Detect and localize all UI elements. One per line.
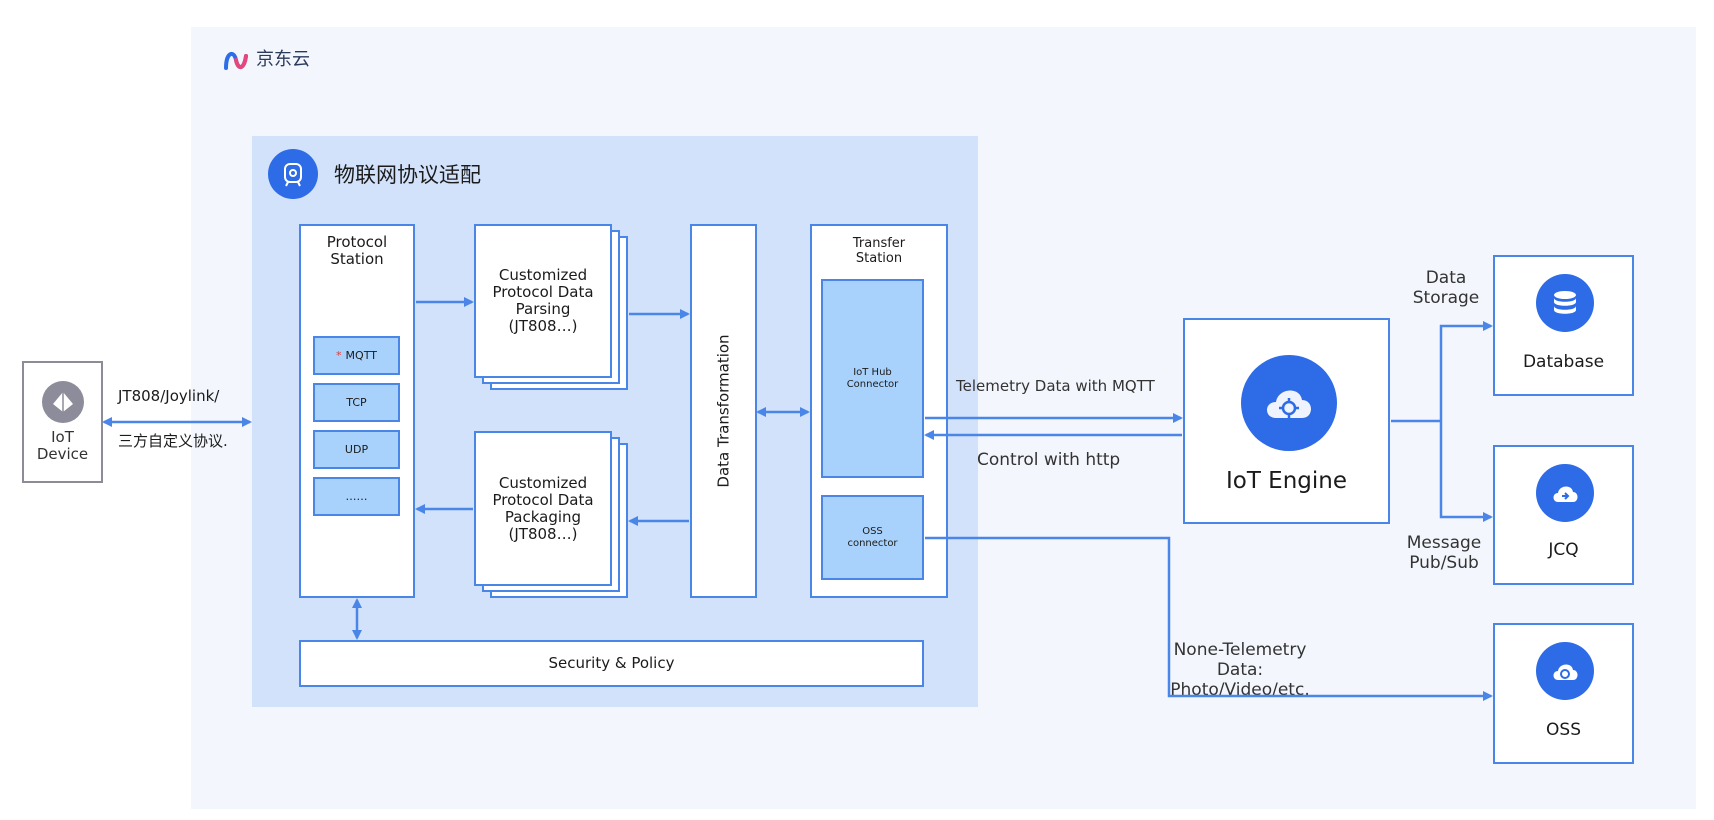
brand-name: 京东云 <box>256 49 310 70</box>
protocol-label: TCP <box>346 396 367 409</box>
iot-hub-connector[interactable]: IoT Hub Connector <box>821 279 924 478</box>
message-queue-icon <box>1536 464 1594 522</box>
object-storage-icon <box>1536 642 1594 700</box>
adapter-icon <box>268 149 318 199</box>
none-telemetry-arrow <box>925 536 1493 701</box>
data-storage-label: Data Storage <box>1412 268 1480 308</box>
jcq-label: JCQ <box>1548 540 1579 560</box>
oss-label: OSS <box>1546 720 1581 740</box>
protocol-mqtt[interactable]: * MQTT <box>313 336 400 375</box>
message-pubsub-arrow <box>1439 421 1493 522</box>
jcq-box[interactable]: JCQ <box>1493 445 1634 585</box>
database-icon <box>1536 274 1594 332</box>
device-label: IoT Device <box>36 428 89 463</box>
protocol-parsing-box[interactable]: Customized Protocol Data Parsing (JT808…… <box>474 224 612 378</box>
iot-engine-box[interactable]: IoT Engine <box>1183 318 1390 524</box>
oss-box[interactable]: OSS <box>1493 623 1634 764</box>
transfer-station-title: Transfer Station <box>852 236 906 266</box>
adapter-title: 物联网协议适配 <box>334 163 481 187</box>
data-transformation-box[interactable]: Data Transformation <box>690 224 757 598</box>
iot-device-node[interactable]: IoT Device <box>22 361 103 483</box>
protocol-packaging-box[interactable]: Customized Protocol Data Packaging (JT80… <box>474 431 612 586</box>
brand-logo-icon <box>222 46 262 74</box>
protocol-label: MQTT <box>345 349 377 362</box>
iot-engine-label: IoT Engine <box>1225 468 1348 494</box>
protocol-more[interactable]: …… <box>313 477 400 516</box>
message-pubsub-label: Message Pub/Sub <box>1406 533 1482 573</box>
protocol-tcp[interactable]: TCP <box>313 383 400 422</box>
protocol-label: …… <box>345 490 368 503</box>
oss-connector[interactable]: OSS connector <box>821 495 924 580</box>
protocol-station-title: Protocol Station <box>326 233 388 268</box>
device-custom-protocol-label: 三方自定义协议. <box>118 432 228 450</box>
data-storage-arrow <box>1439 321 1493 421</box>
device-icon <box>41 381 84 423</box>
telemetry-label: Telemetry Data with MQTT <box>956 377 1155 395</box>
database-label: Database <box>1522 352 1605 372</box>
security-policy-box[interactable]: Security & Policy <box>299 640 924 687</box>
protocol-udp[interactable]: UDP <box>313 430 400 469</box>
control-label: Control with http <box>977 450 1121 470</box>
database-box[interactable]: Database <box>1493 255 1634 396</box>
protocol-label: UDP <box>344 443 369 456</box>
required-marker: * <box>336 349 342 362</box>
iot-engine-icon <box>1241 355 1337 451</box>
device-protocol-label: JT808/Joylink/ <box>118 387 220 405</box>
